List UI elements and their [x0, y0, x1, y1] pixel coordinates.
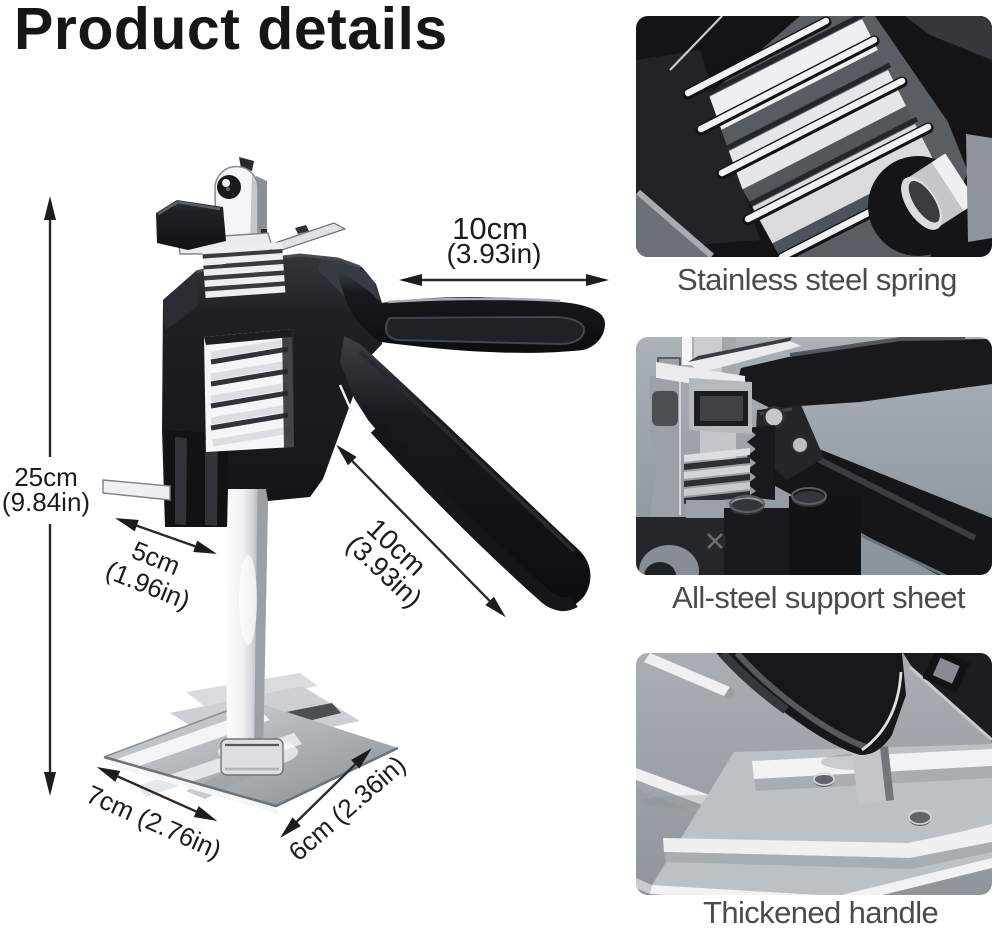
svg-text:(3.93in): (3.93in) [447, 238, 542, 269]
svg-text:10cm: 10cm [452, 211, 528, 246]
svg-text:25cm: 25cm [14, 462, 78, 492]
svg-text:(9.84in): (9.84in) [2, 487, 90, 517]
